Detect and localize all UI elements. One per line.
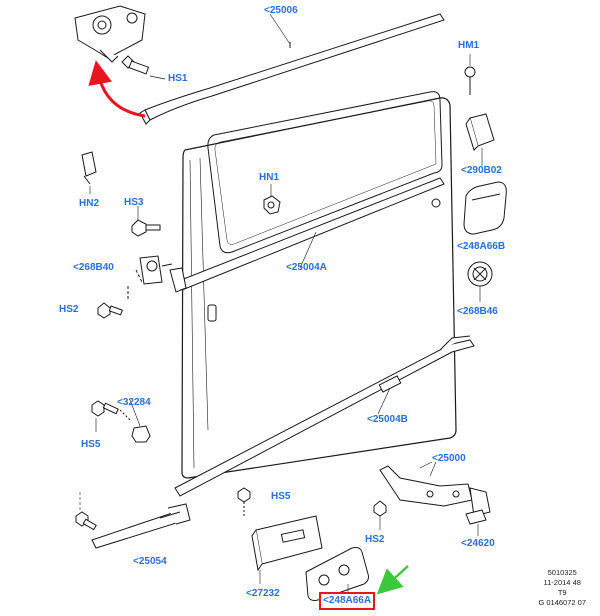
screw-hs3 <box>131 206 161 237</box>
nut-hn1 <box>263 184 281 215</box>
label-248a66b[interactable]: <248A66B <box>457 241 506 252</box>
roller-268b46 <box>467 261 493 302</box>
top-roller-bracket <box>74 5 146 63</box>
clip-hm1 <box>464 54 476 95</box>
label-hs2-right[interactable]: HS2 <box>365 534 385 545</box>
bumper-290b02 <box>465 113 495 166</box>
label-hs5-left[interactable]: HS5 <box>81 439 101 450</box>
door-window <box>207 91 443 254</box>
assembly-direction-arrow <box>88 60 146 118</box>
label-25006[interactable]: <25006 <box>264 5 298 16</box>
label-hs5-mid[interactable]: HS5 <box>271 491 291 502</box>
reference-line-1: 5010325 <box>547 568 577 577</box>
label-25054[interactable]: <25054 <box>133 556 167 567</box>
bolt-hs5-left <box>91 400 119 432</box>
reference-line-2: 11-2014 48 <box>543 578 581 587</box>
bolt-hs5-mid <box>237 487 251 516</box>
label-268b40[interactable]: <268B40 <box>73 262 114 273</box>
handle-27232 <box>251 515 323 584</box>
lower-guide-rail <box>174 335 475 497</box>
middle-guide-rail <box>169 177 445 293</box>
reference-line-4: G 0146072 07 <box>538 598 586 607</box>
leader-lines <box>129 13 437 477</box>
label-25004a[interactable]: <25004A <box>286 262 327 273</box>
screw-hs2-right <box>373 500 387 530</box>
label-25004b[interactable]: <25004B <box>367 414 408 425</box>
label-hs1[interactable]: HS1 <box>168 73 188 84</box>
highlight-pointer-arrow <box>376 565 409 595</box>
label-24620[interactable]: <24620 <box>461 538 495 549</box>
bracket-25000 <box>379 461 491 517</box>
label-hn2[interactable]: HN2 <box>79 198 100 209</box>
cover-248a66a <box>305 547 369 601</box>
label-hs2-left[interactable]: HS2 <box>59 304 79 315</box>
plate-24620 <box>465 509 487 536</box>
cover-248a66b <box>463 181 507 235</box>
clip-hn2 <box>81 151 97 194</box>
label-hn1[interactable]: HN1 <box>259 172 280 183</box>
reference-line-3: T9 <box>557 588 567 597</box>
label-27232[interactable]: <27232 <box>246 588 280 599</box>
nut-32284 <box>119 409 151 443</box>
bolt-hs1 <box>121 55 166 80</box>
diagram-reference-info: 5010325 11-2014 48 T9 G 0146072 07 <box>538 568 586 608</box>
label-248a66a-highlighted[interactable]: <248A66A <box>319 592 376 610</box>
label-32284[interactable]: <32284 <box>117 397 151 408</box>
door-handle-recess <box>207 198 441 322</box>
label-290b02[interactable]: <290B02 <box>461 165 502 176</box>
label-25000[interactable]: <25000 <box>432 453 466 464</box>
screw-25054 <box>75 492 97 531</box>
screw-hs2-left <box>97 302 123 319</box>
label-hs3[interactable]: HS3 <box>124 197 144 208</box>
bracket-25054 <box>91 503 191 549</box>
label-hm1[interactable]: HM1 <box>458 40 480 51</box>
label-268b46[interactable]: <268B46 <box>457 306 498 317</box>
roller-268b40 <box>127 255 173 300</box>
upper-guide-rail <box>139 13 445 125</box>
